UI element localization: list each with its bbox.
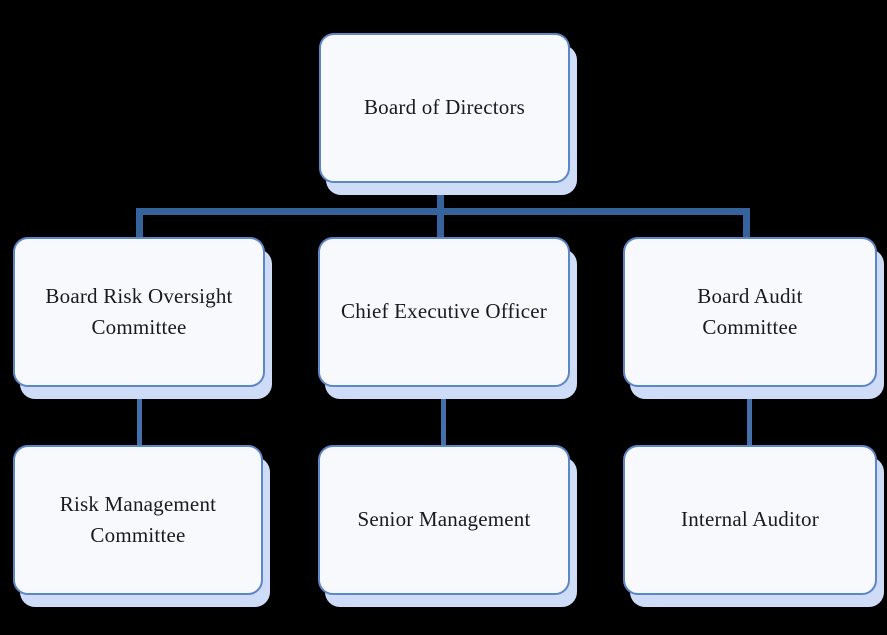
connector-audit-to-internal-auditor [747,387,752,445]
connector-ceo-to-senior-mgmt [441,387,446,445]
org-node-label: Senior Management [357,507,531,532]
org-node-label: Internal Auditor [681,507,819,532]
org-node-board-of-directors: Board of Directors [319,33,570,183]
connector-stub-left [136,208,143,237]
org-node-senior-management: Senior Management [318,445,570,595]
org-node-risk-management-committee: Risk Management Committee [13,445,263,595]
connector-horizontal-bar [136,208,750,215]
connector-risk-oversight-to-risk-mgmt [137,387,142,445]
connector-stub-right [743,208,750,237]
org-node-label: Board of Directors [363,95,526,120]
org-node-label: Board Risk Oversight Committee [45,283,233,340]
org-node-label: Board Audit Committee [697,283,803,340]
org-node-board-risk-oversight-committee: Board Risk Oversight Committee [13,237,265,387]
org-node-label: Risk Management Committee [59,491,217,548]
org-node-board-audit-committee: Board Audit Committee [623,237,877,387]
org-node-label: Chief Executive Officer [341,299,547,324]
org-node-chief-executive-officer: Chief Executive Officer [318,237,570,387]
org-node-internal-auditor: Internal Auditor [623,445,877,595]
